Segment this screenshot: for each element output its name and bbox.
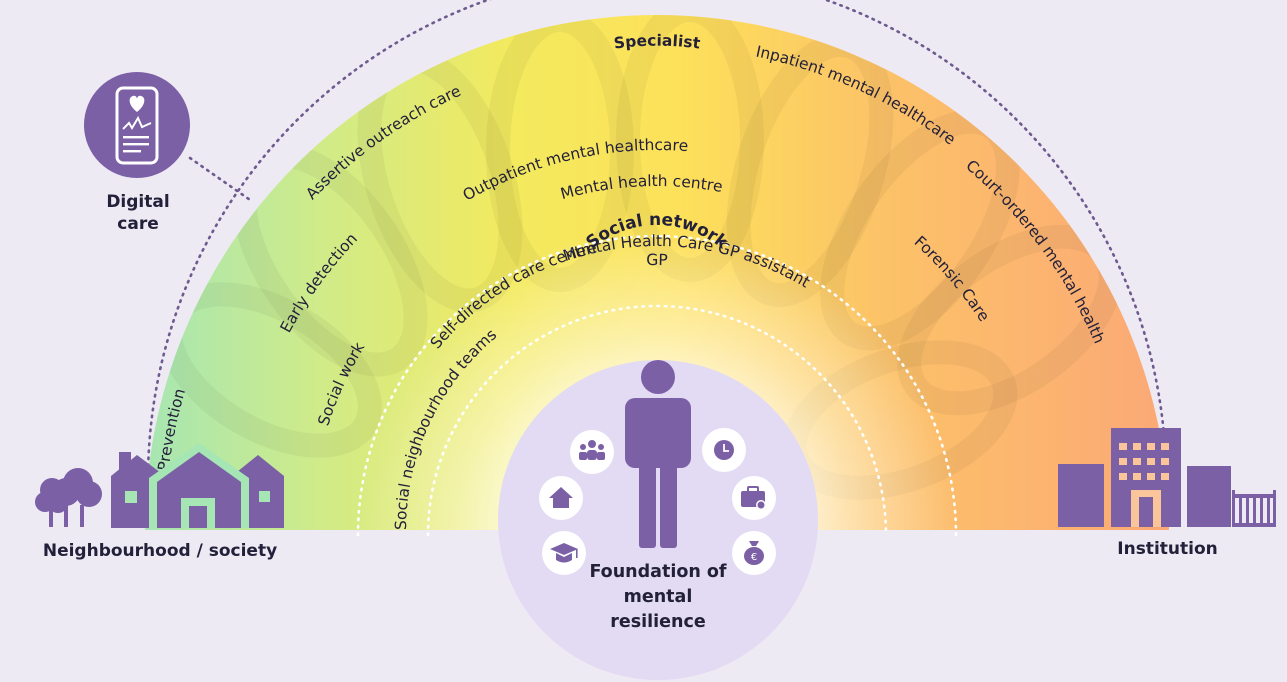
digital-care-label: Digital care [106,192,170,234]
clock-icon [702,428,746,472]
graduation-cap-icon [542,531,586,575]
institution-label: Institution [1117,539,1218,559]
person-icon [625,360,691,548]
digital-care-icon [84,72,190,178]
briefcase-icon [732,476,776,520]
institution-building-icon [1058,428,1276,527]
inner-arc-inner [426,304,888,537]
money-bag-icon: € [732,531,776,575]
group-icon [570,430,614,474]
trees-icon [35,468,102,527]
svg-text:€: € [751,552,757,563]
foundation-label: Foundation of mental resilience [589,562,727,632]
neighbourhood-society-label: Neighbourhood / society [42,541,278,561]
digital-care-connector [188,156,255,204]
gp-label: GP [646,251,668,269]
dome-outline [146,0,1168,482]
home-icon [539,476,583,520]
specialist-label: Specialist [613,32,702,53]
houses-icon [111,443,284,528]
